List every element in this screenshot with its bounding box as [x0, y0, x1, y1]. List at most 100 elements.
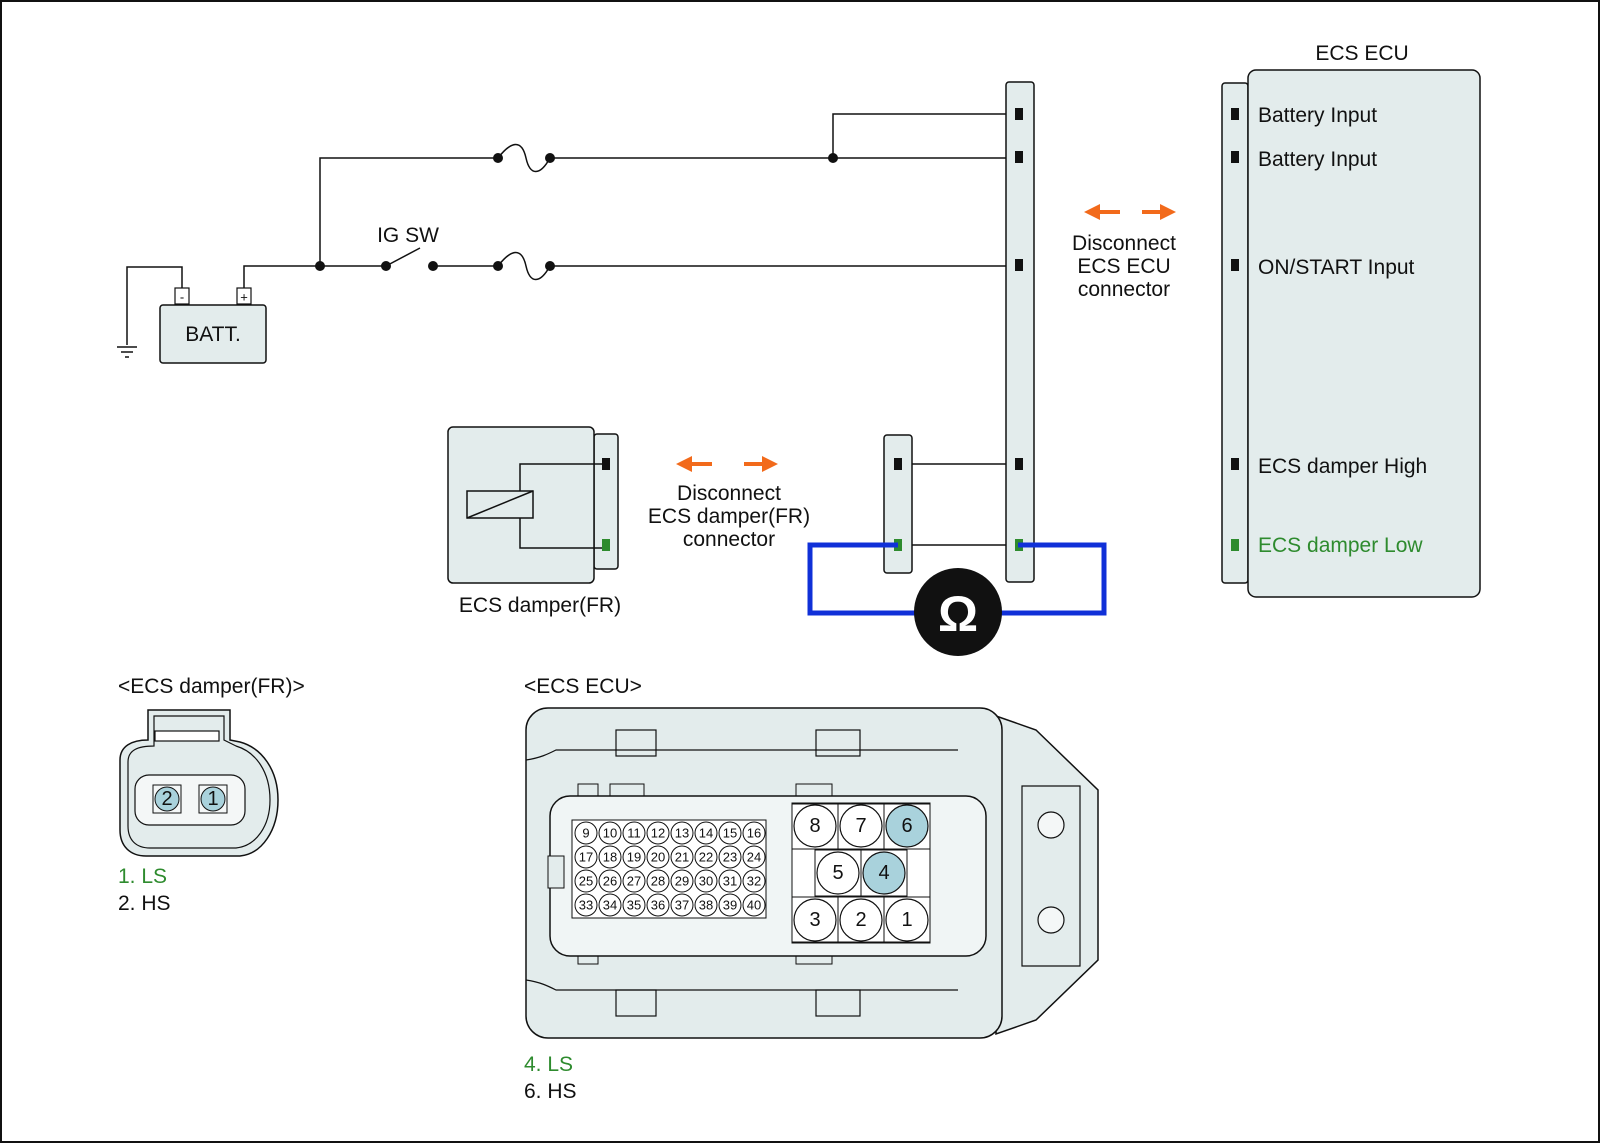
svg-text:26: 26 — [603, 874, 617, 889]
svg-text:6: 6 — [901, 815, 912, 837]
svg-text:19: 19 — [627, 850, 641, 865]
disconnect-damper-text-line2: ECS damper(FR) — [648, 505, 810, 528]
svg-text:40: 40 — [747, 898, 761, 913]
ohm-symbol: Ω — [938, 586, 978, 642]
battery: - + BATT. — [159, 287, 267, 364]
ecu-small-pin-19: 19 — [622, 845, 646, 869]
ecu-small-pin-15: 15 — [718, 821, 742, 845]
ecu-small-pin-40: 40 — [742, 893, 766, 917]
ecu-small-pin-9: 9 — [574, 821, 598, 845]
svg-text:9: 9 — [582, 826, 589, 841]
svg-text:29: 29 — [675, 874, 689, 889]
ecu-small-pin-22: 22 — [694, 845, 718, 869]
ecu-small-pin-18: 18 — [598, 845, 622, 869]
svg-text:17: 17 — [579, 850, 593, 865]
ecu-small-pin-32: 32 — [742, 869, 766, 893]
svg-text:15: 15 — [723, 826, 737, 841]
ecu-title: ECS ECU — [1315, 42, 1408, 65]
ecu-large-pin-6: 6 — [883, 802, 931, 850]
battery-negative-sign: - — [180, 290, 184, 305]
ecu-large-pin-1: 1 — [883, 896, 931, 944]
ecu-pin-on-start-input: ON/START Input — [1258, 256, 1415, 279]
ecu-small-pin-11: 11 — [622, 821, 646, 845]
ecu-small-pin-10: 10 — [598, 821, 622, 845]
ecu-small-pin-39: 39 — [718, 893, 742, 917]
ecu-pin-damper-low: ECS damper Low — [1258, 534, 1423, 557]
ignition-switch-icon — [385, 247, 421, 267]
svg-text:13: 13 — [675, 826, 689, 841]
ecu-small-pin-14: 14 — [694, 821, 718, 845]
ecu-large-pin-5: 5 — [814, 849, 862, 897]
ecu-small-pin-38: 38 — [694, 893, 718, 917]
svg-text:34: 34 — [603, 898, 617, 913]
ecu-pin-battery-input-2: Battery Input — [1258, 148, 1377, 171]
fuse-icon — [497, 143, 551, 173]
svg-text:16: 16 — [747, 826, 761, 841]
ecu-small-pin-13: 13 — [670, 821, 694, 845]
ecu-small-pin-28: 28 — [646, 869, 670, 893]
svg-text:10: 10 — [603, 826, 617, 841]
ecu-small-pin-20: 20 — [646, 845, 670, 869]
svg-text:5: 5 — [832, 862, 843, 884]
svg-text:30: 30 — [699, 874, 713, 889]
svg-text:11: 11 — [627, 826, 641, 841]
svg-text:8: 8 — [809, 815, 820, 837]
svg-text:33: 33 — [579, 898, 593, 913]
ecu-small-pin-36: 36 — [646, 893, 670, 917]
ecu-small-pin-27: 27 — [622, 869, 646, 893]
ecu-small-pin-29: 29 — [670, 869, 694, 893]
svg-text:31: 31 — [723, 874, 737, 889]
ecu-legend-hs: 6. HS — [524, 1080, 577, 1103]
ohmmeter-leads — [807, 542, 1107, 616]
ecu-large-pin-2: 2 — [837, 896, 885, 944]
svg-text:14: 14 — [699, 826, 713, 841]
ecu-small-pin-37: 37 — [670, 893, 694, 917]
power-wiring — [243, 113, 1018, 288]
ecu-small-pin-12: 12 — [646, 821, 670, 845]
ig-switch-label: IG SW — [377, 224, 439, 247]
disconnect-damper-text-line1: Disconnect — [677, 482, 781, 505]
ecu-small-pin-26: 26 — [598, 869, 622, 893]
ecu-large-pin-7: 7 — [837, 802, 885, 850]
svg-text:3: 3 — [809, 909, 820, 931]
ecu-body — [1247, 69, 1481, 598]
svg-text:1: 1 — [901, 909, 912, 931]
ecu-small-pin-23: 23 — [718, 845, 742, 869]
damper-harness-connector — [883, 434, 913, 574]
ecu-small-pin-31: 31 — [718, 869, 742, 893]
svg-text:18: 18 — [603, 850, 617, 865]
ecu-small-pin-17: 17 — [574, 845, 598, 869]
svg-text:32: 32 — [747, 874, 761, 889]
disconnect-ecu-text-line2: ECS ECU — [1077, 255, 1170, 278]
disconnect-damper-text-line3: connector — [683, 528, 775, 551]
svg-text:39: 39 — [723, 898, 737, 913]
battery-positive-sign: + — [240, 290, 248, 305]
ground-icon — [117, 266, 183, 358]
svg-text:25: 25 — [579, 874, 593, 889]
svg-text:2: 2 — [855, 909, 866, 931]
damper-label: ECS damper(FR) — [459, 594, 621, 617]
svg-text:24: 24 — [747, 850, 761, 865]
disconnect-ecu-text-line1: Disconnect — [1072, 232, 1176, 255]
svg-text:36: 36 — [651, 898, 665, 913]
ecu-small-pin-21: 21 — [670, 845, 694, 869]
fuse-icon — [497, 251, 551, 281]
svg-text:20: 20 — [651, 850, 665, 865]
ecu-small-pin-35: 35 — [622, 893, 646, 917]
svg-text:4: 4 — [878, 862, 889, 884]
damper-view-title: <ECS damper(FR)> — [118, 675, 305, 698]
ecu-pin-battery-input-1: Battery Input — [1258, 104, 1377, 127]
damper-connector-face — [119, 709, 279, 857]
ecu-small-pin-33: 33 — [574, 893, 598, 917]
ohmmeter-icon: Ω — [914, 568, 1002, 656]
damper-legend-ls: 1. LS — [118, 865, 167, 888]
ecu-large-pin-4: 4 — [860, 849, 908, 897]
svg-text:28: 28 — [651, 874, 665, 889]
ecu-box — [1221, 69, 1481, 598]
ecu-small-pin-16: 16 — [742, 821, 766, 845]
svg-text:12: 12 — [651, 826, 665, 841]
